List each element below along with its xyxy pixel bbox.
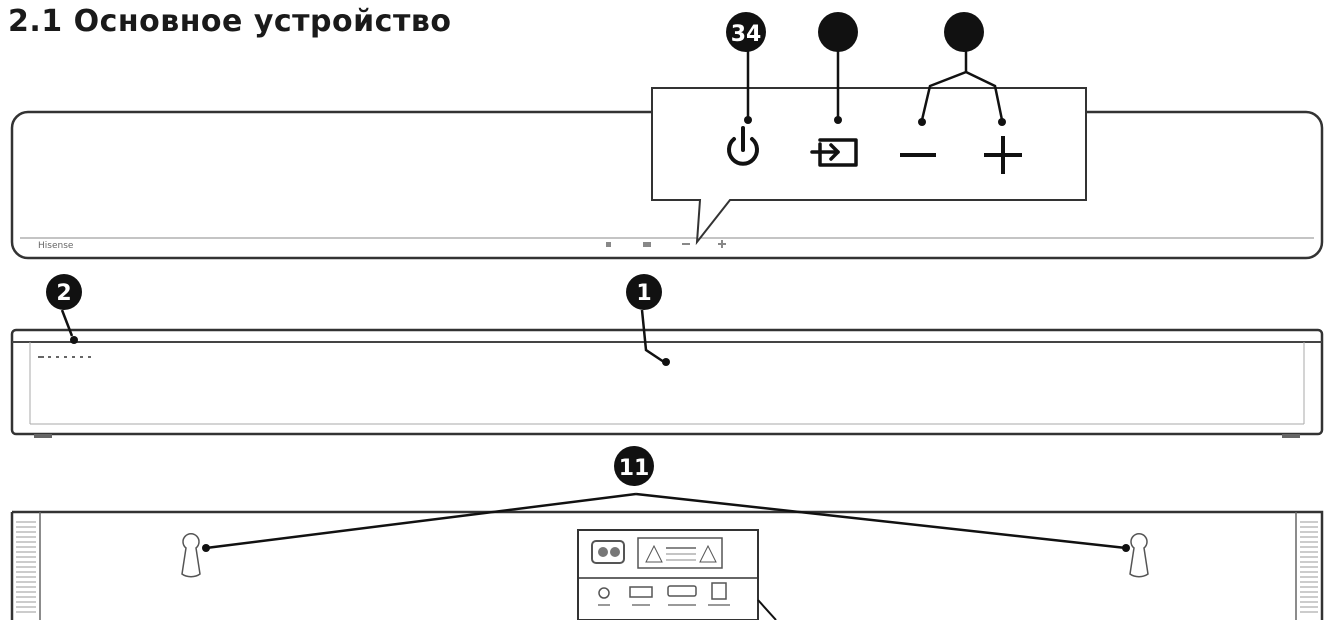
aux-port (598, 587, 610, 599)
warning-label-icon (637, 537, 723, 569)
small-input-button (643, 242, 651, 247)
small-plus-button (718, 240, 726, 248)
indicator-leds (38, 356, 91, 358)
left-grille (16, 521, 36, 613)
callout-input (818, 12, 858, 52)
optical-port (711, 582, 727, 600)
top-leader-lines (746, 50, 1004, 121)
page-title: 2.1 Основное устройство (8, 4, 452, 39)
right-grille (1300, 521, 1318, 613)
svg-text:34: 34 (731, 22, 762, 47)
front-leader-lines (60, 309, 665, 364)
svg-text:11: 11 (619, 456, 650, 481)
back-view-soundbar (10, 510, 1324, 620)
brand-label: Hisense (38, 241, 74, 251)
small-power-button (606, 242, 611, 247)
callout-indicator: 2 (46, 274, 82, 310)
hdmi-port (667, 585, 697, 597)
input-source-icon (810, 138, 858, 167)
callout-main-unit: 1 (626, 274, 662, 310)
volume-up-icon (984, 136, 1022, 174)
usb-port (629, 586, 653, 598)
callout-mounts: 11 (614, 446, 654, 486)
callout-volume (944, 12, 984, 52)
connector-panel (577, 529, 759, 620)
power-icon (727, 126, 759, 166)
small-minus-button (682, 243, 690, 245)
front-view-soundbar (10, 328, 1324, 438)
callout-power: 34 (726, 12, 766, 52)
svg-text:1: 1 (636, 281, 651, 306)
keyhole-mount-icon (1129, 533, 1149, 578)
back-leader-lines (205, 492, 1127, 550)
svg-text:2: 2 (56, 281, 71, 306)
keyhole-mount-icon (181, 533, 201, 578)
button-zoom-callout (651, 87, 1087, 246)
